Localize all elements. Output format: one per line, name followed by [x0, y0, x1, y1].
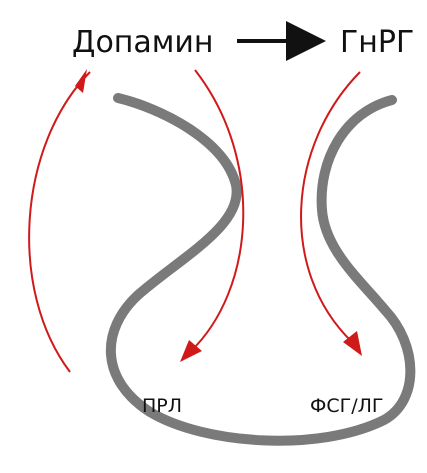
label-fsh-lh: ФСГ/ЛГ [310, 395, 384, 417]
feedback-arrow-left [29, 72, 90, 372]
gnrh-to-fsh-lh-arrow [301, 72, 360, 342]
feedback-arrowhead-left [75, 69, 87, 93]
label-prl: ПРЛ [142, 395, 182, 417]
gland-outline [111, 98, 411, 441]
label-gnrh: ГнРГ [340, 25, 414, 60]
label-dopamine: Допамин [72, 25, 214, 60]
